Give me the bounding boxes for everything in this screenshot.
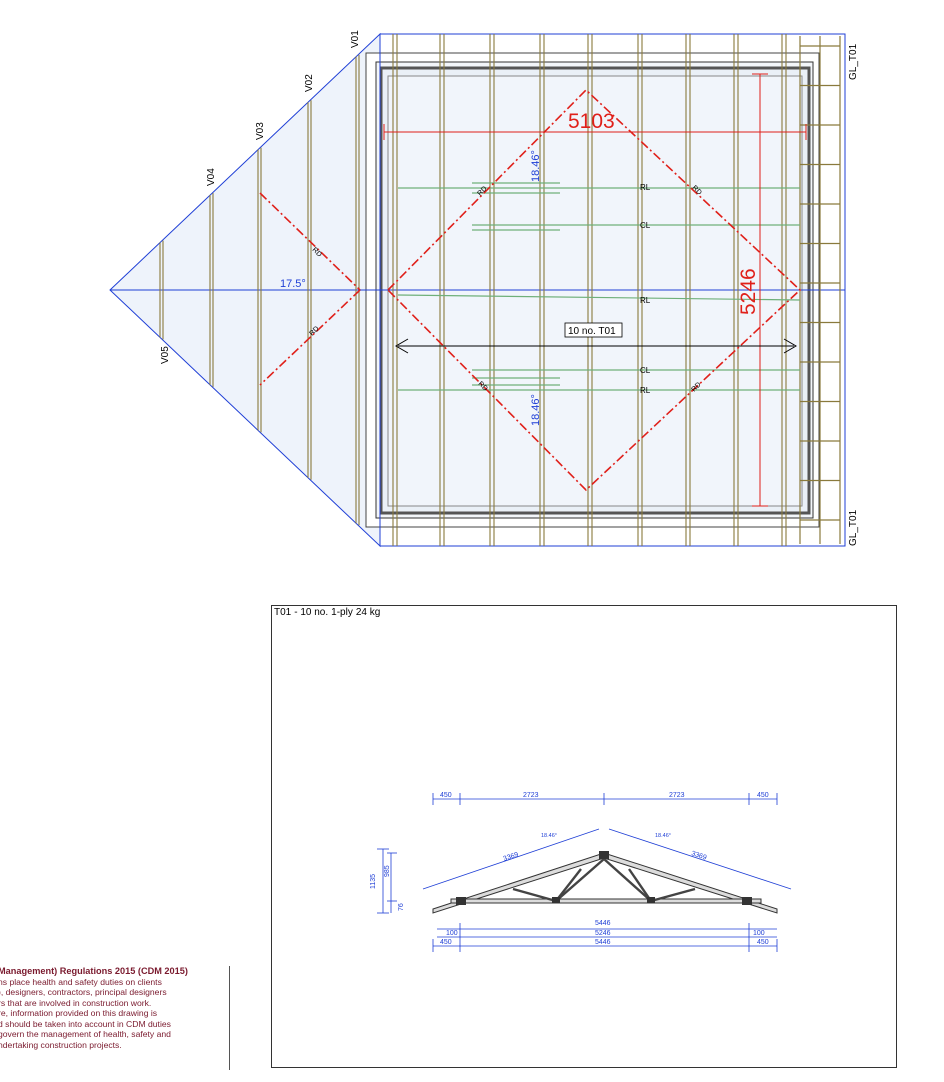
- ridge-label: RL: [640, 386, 651, 395]
- gable-ladder-rungs: [800, 45, 840, 521]
- dim-row2-mid: 5246: [595, 930, 611, 937]
- cdm-line: rs that are involved in construction wor…: [0, 997, 152, 1008]
- dim-height-total: 1135: [370, 874, 377, 889]
- dim-height-base: 76: [398, 903, 405, 911]
- truss-id: T01: [274, 607, 292, 618]
- dim-top-right: 450: [757, 792, 769, 799]
- truss-plates: [456, 851, 752, 905]
- dim-row3-left: 450: [440, 939, 452, 946]
- dim-row3-right: 450: [757, 939, 769, 946]
- ridge-label: CL: [640, 221, 651, 230]
- ridge-label: RL: [640, 296, 651, 305]
- hip-lines: [259, 88, 802, 492]
- valley-board: [307, 100, 312, 480]
- pitch-right: 18.46°: [655, 833, 671, 839]
- valley-label: V04: [206, 168, 217, 186]
- valley-label: V05: [160, 346, 171, 364]
- cdm-line: govern the management of health, safety …: [0, 1029, 171, 1039]
- truss-line: [733, 34, 739, 546]
- truss-weight: 24 kg: [355, 607, 381, 618]
- valley-board: [159, 240, 164, 340]
- gable-label-bottom: GL_T01: [848, 509, 859, 546]
- ceiling-area: [387, 75, 803, 507]
- valley-label: V01: [350, 30, 361, 48]
- top-dim-line: [377, 793, 792, 952]
- dim-width-label: 5103: [568, 110, 615, 133]
- truss-line: [392, 34, 398, 546]
- span-arrow: [395, 338, 797, 354]
- truss-line: [489, 34, 495, 546]
- cdm-line: ns place health and safety duties on cli…: [0, 976, 162, 987]
- cdm-line: ), designers, contractors, principal des…: [0, 987, 167, 997]
- pitch-hip-label: 17.5°: [280, 278, 306, 290]
- truss-line: [539, 34, 545, 546]
- truss-members: [432, 852, 778, 914]
- truss-line: [587, 34, 593, 546]
- cdm-heading: Management) Regulations 2015 (CDM 2015): [0, 966, 188, 976]
- truss-qty: - 10 no.: [294, 607, 329, 618]
- truss-line: [781, 34, 787, 546]
- gable-label-top: GL_T01: [848, 43, 859, 80]
- valley-board: [209, 193, 214, 387]
- pitch-top-label: 18.46°: [530, 150, 542, 182]
- truss-label-box: [564, 322, 623, 338]
- truss-elevation: 450 2723 2723 450 3369 3369 18.46° 18.46…: [370, 792, 792, 952]
- dim-row2-right: 100: [753, 930, 765, 937]
- truss-lines: [392, 34, 787, 546]
- ridge-labels: RL CL RL CL RL: [640, 183, 651, 395]
- dim-height-label: 5246: [737, 268, 760, 315]
- dim-row1-mid: 5446: [595, 920, 611, 927]
- truss-line: [637, 34, 643, 546]
- ridge-label: CL: [640, 366, 651, 375]
- dim-height-inner: 985: [384, 865, 391, 877]
- binder-lines: [397, 182, 801, 391]
- cdm-line: ndertaking construction projects.: [0, 1039, 122, 1050]
- dim-row3-mid: 5446: [595, 939, 611, 946]
- dim-row2-left: 100: [446, 930, 458, 937]
- cdm-line: re, information provided on this drawing…: [0, 1008, 158, 1018]
- cdm-line: d should be taken into account in CDM du…: [0, 1018, 171, 1029]
- truss-ply: 1-ply: [331, 607, 353, 618]
- roof-plan: 5103 5246 18.46° 18.46° 17.5° RLCLRLCLRL…: [109, 30, 859, 548]
- truss-webs: [512, 858, 696, 903]
- valley-boards: [159, 54, 360, 526]
- dim-rafter-left: 3369: [502, 851, 519, 863]
- truss-line: [439, 34, 445, 546]
- dim-top-mid-left: 2723: [523, 792, 539, 799]
- valley-label: V03: [255, 122, 266, 140]
- dim-top-left: 450: [440, 792, 452, 799]
- truss-line: [685, 34, 691, 546]
- ridge-label: RL: [640, 183, 651, 192]
- dim-top-mid-right: 2723: [669, 792, 685, 799]
- cdm-notice: Management) Regulations 2015 (CDM 2015) …: [0, 966, 230, 1070]
- pitch-bottom-label: 18.46°: [530, 394, 542, 426]
- valley-label: V02: [304, 74, 315, 92]
- dim-rafter-right: 3369: [690, 850, 707, 862]
- pitch-left: 18.46°: [541, 833, 557, 839]
- dimension-red: [383, 73, 807, 507]
- truss-label: 10 no. T01: [568, 326, 616, 337]
